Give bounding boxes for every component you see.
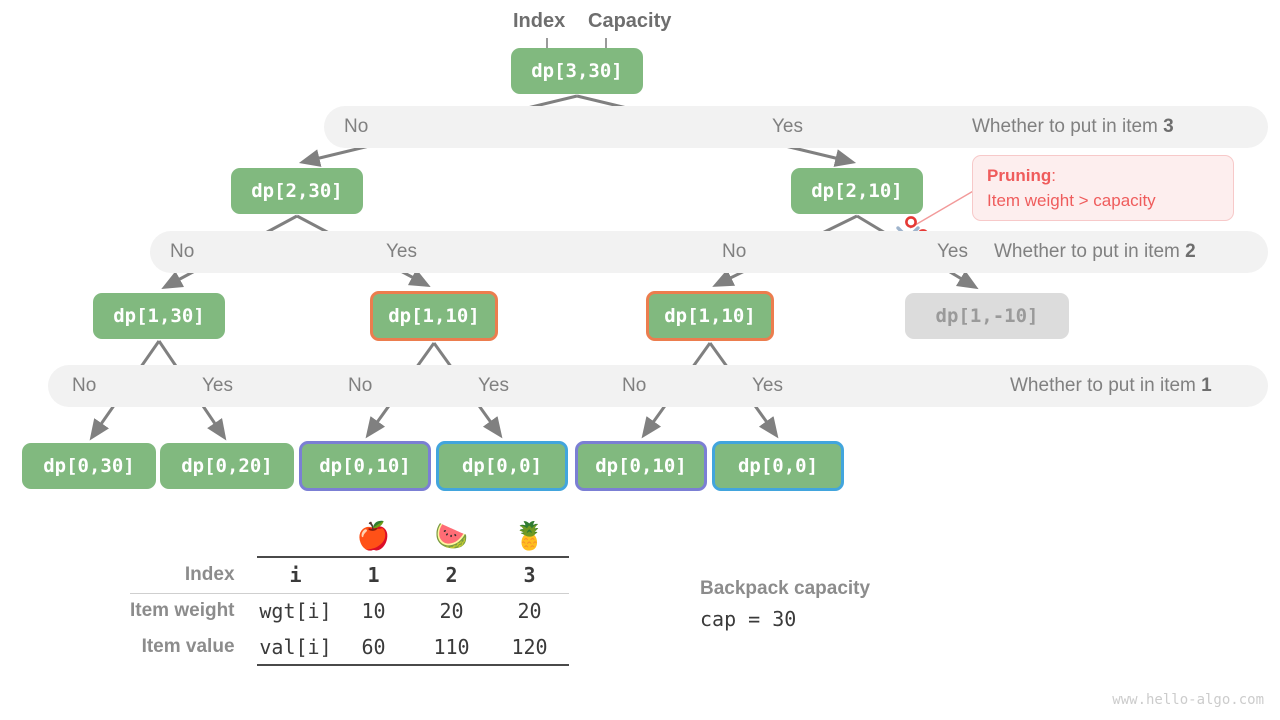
cell-index-3: 3 [490, 557, 569, 594]
row-label-item-value: Item value [141, 636, 235, 657]
level-bar-item-2 [150, 231, 1268, 273]
node-dp-0-10-b[interactable]: dp[0,10] [575, 441, 707, 491]
row-key-item-weight: wgt[i] [259, 599, 332, 624]
emoji-watermelon: 🍉 [412, 515, 491, 558]
level-bar-item-3 [324, 106, 1268, 148]
branch-label-l3-no: No [344, 116, 369, 137]
backpack-capacity-note: Backpack capacity cap = 30 [700, 578, 870, 631]
emoji-pineapple: 🍍 [490, 515, 569, 558]
watermark: www.hello-algo.com [1112, 692, 1264, 708]
branch-label-l1-no-3: No [622, 375, 647, 396]
cell-index-1: 1 [334, 557, 413, 594]
capacity-title: Backpack capacity [700, 578, 871, 599]
node-dp-1-neg10[interactable]: dp[1,-10] [905, 293, 1069, 339]
level-question-3-item: 3 [1163, 116, 1174, 137]
table-emoji-row: 🍎 🍉 🍍 [130, 515, 569, 558]
cell-weight-1: 10 [361, 599, 386, 624]
row-key-item-value: val[i] [256, 629, 335, 666]
pruning-callout: Pruning: Item weight > capacity [972, 155, 1234, 221]
level-question-1-text: Whether to put in item [1010, 375, 1202, 396]
cell-value-3: 120 [490, 629, 569, 666]
table-row: Item weight wgt[i] 10 20 20 [130, 593, 569, 629]
node-dp-2-10[interactable]: dp[2,10] [791, 168, 923, 214]
branch-label-l1-yes-3: Yes [752, 375, 783, 396]
cell-index-2: 2 [412, 557, 491, 594]
annotation-capacity: Capacity [588, 10, 672, 32]
level-question-2-item: 2 [1185, 241, 1196, 262]
cell-weight-3: 20 [517, 599, 542, 624]
branch-label-l1-yes-2: Yes [478, 375, 509, 396]
node-dp-1-10-b[interactable]: dp[1,10] [646, 291, 774, 341]
branch-label-l3-yes: Yes [772, 116, 803, 137]
branch-label-l1-no-1: No [72, 375, 97, 396]
node-dp-0-0-b[interactable]: dp[0,0] [712, 441, 844, 491]
pruning-title-line: Pruning: [987, 163, 1219, 188]
branch-label-l1-no-2: No [348, 375, 373, 396]
row-key-index: i [256, 557, 335, 594]
level-question-2-text: Whether to put in item [994, 241, 1186, 262]
level-question-1: Whether to put in item 1 [1010, 365, 1212, 407]
capacity-value: cap = 30 [700, 607, 797, 631]
annotation-index: Index [513, 10, 566, 32]
cell-value-2: 110 [412, 629, 491, 666]
prune-connector [909, 189, 976, 229]
pruning-detail: Item weight > capacity [987, 191, 1156, 210]
branch-label-l2-yes-2: Yes [937, 241, 968, 262]
row-label-index: Index [130, 557, 257, 594]
table-row: Item value val[i] 60 110 120 [130, 629, 569, 666]
node-dp-1-10-a[interactable]: dp[1,10] [370, 291, 498, 341]
node-dp-0-10-a[interactable]: dp[0,10] [299, 441, 431, 491]
cell-value-1: 60 [334, 629, 413, 666]
node-dp-0-20[interactable]: dp[0,20] [160, 443, 294, 489]
pruning-colon: : [1051, 166, 1056, 185]
level-question-1-item: 1 [1201, 375, 1212, 396]
table-row: Index i 1 2 3 [130, 557, 569, 594]
branch-label-l2-no-1: No [170, 241, 195, 262]
branch-label-l2-no-2: No [722, 241, 747, 262]
level-question-3: Whether to put in item 3 [972, 106, 1174, 148]
node-dp-1-30[interactable]: dp[1,30] [93, 293, 225, 339]
cell-weight-2: 20 [439, 599, 464, 624]
level-question-3-text: Whether to put in item [972, 116, 1164, 137]
branch-label-l1-yes-1: Yes [202, 375, 233, 396]
level-bar-item-1 [48, 365, 1268, 407]
row-label-item-weight: Item weight [130, 600, 235, 622]
level-question-2: Whether to put in item 2 [994, 231, 1196, 273]
node-dp-0-30[interactable]: dp[0,30] [22, 443, 156, 489]
items-table: 🍎 🍉 🍍 Index i 1 2 3 Item weight wgt[i] 1… [130, 515, 569, 666]
pruning-title: Pruning [987, 166, 1052, 185]
emoji-apple: 🍎 [334, 515, 413, 558]
node-dp-2-30[interactable]: dp[2,30] [231, 168, 363, 214]
node-dp-0-0-a[interactable]: dp[0,0] [436, 441, 568, 491]
node-dp-3-30[interactable]: dp[3,30] [511, 48, 643, 94]
branch-label-l2-yes-1: Yes [386, 241, 417, 262]
